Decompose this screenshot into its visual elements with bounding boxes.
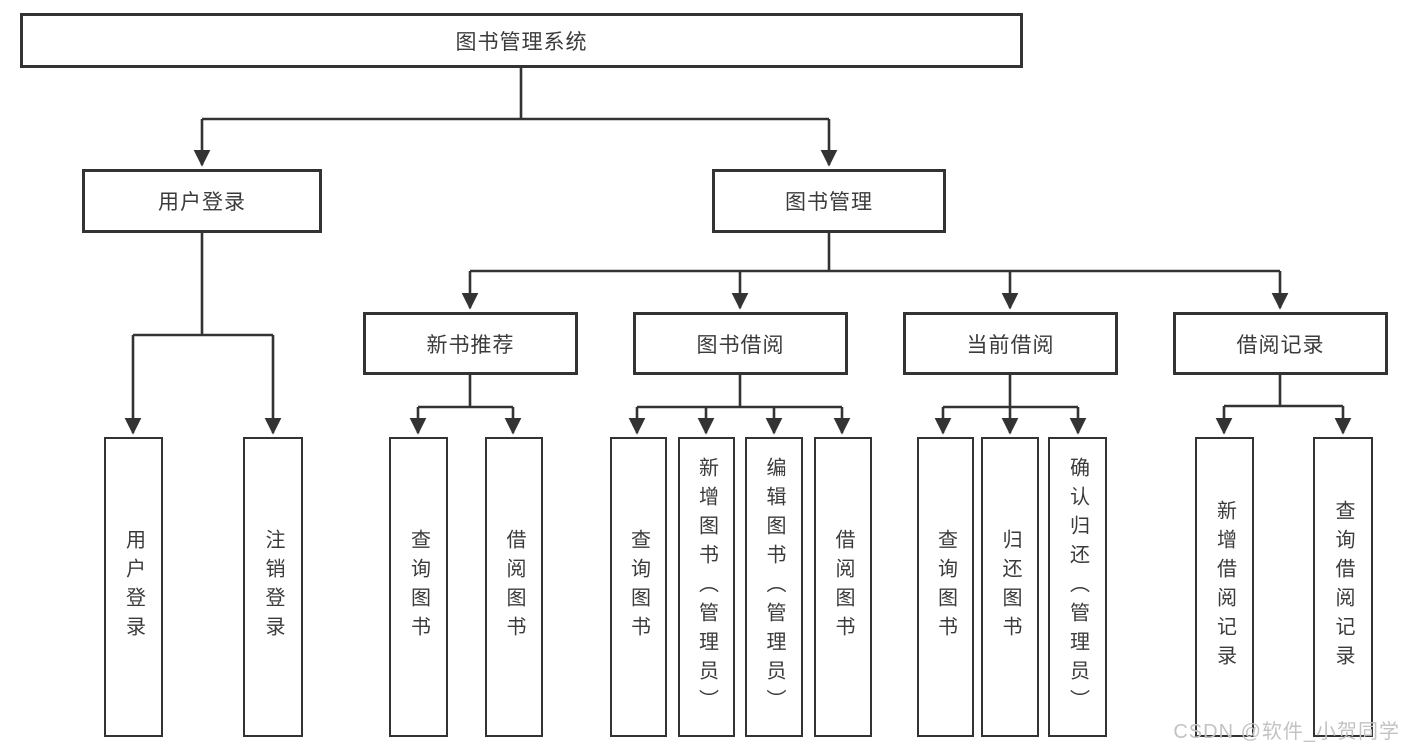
node-root: 图书管理系统 <box>20 13 1023 68</box>
csdn-watermark: CSDN @软件_小贺同学 <box>1173 721 1400 743</box>
node-current-borrow-label: 当前借阅 <box>966 333 1055 357</box>
node-user-login: 用户登录 <box>82 169 322 233</box>
node-leaf-query-book-borrow: 查询图书 <box>610 437 667 737</box>
node-leaf-query-book-current: 查询图书 <box>917 437 974 737</box>
node-book-borrow-label: 图书借阅 <box>696 333 785 357</box>
node-new-book-recommend-label: 新书推荐 <box>426 333 515 357</box>
node-new-book-recommend: 新书推荐 <box>363 312 578 375</box>
node-leaf-edit-book-label: 编辑图书（管理员） <box>763 456 785 718</box>
node-leaf-confirm-return: 确认归还（管理员） <box>1048 437 1107 737</box>
node-leaf-borrow-book-rec: 借阅图书 <box>485 437 543 737</box>
node-leaf-add-book-label: 新增图书（管理员） <box>695 456 718 718</box>
node-book-management: 图书管理 <box>712 169 946 233</box>
connector-rails <box>133 68 1343 409</box>
node-root-label: 图书管理系统 <box>455 30 588 54</box>
node-leaf-query-borrow-record-label: 查询借阅记录 <box>1332 500 1354 674</box>
node-leaf-user-login-label: 用户登录 <box>122 529 145 645</box>
node-leaf-query-book-rec-label: 查询图书 <box>407 529 430 645</box>
node-leaf-query-book-rec: 查询图书 <box>389 437 448 737</box>
node-leaf-borrow-book-borrow-label: 借阅图书 <box>832 529 854 645</box>
node-leaf-add-borrow-record-label: 新增借阅记录 <box>1213 500 1236 674</box>
node-current-borrow: 当前借阅 <box>903 312 1118 375</box>
node-leaf-logout: 注销登录 <box>243 437 303 737</box>
node-book-borrow: 图书借阅 <box>633 312 848 375</box>
node-leaf-borrow-book-rec-label: 借阅图书 <box>503 529 525 645</box>
node-leaf-user-login: 用户登录 <box>104 437 163 737</box>
node-leaf-return-book: 归还图书 <box>981 437 1039 737</box>
node-borrow-record-label: 借阅记录 <box>1236 333 1325 357</box>
node-book-management-label: 图书管理 <box>785 191 873 214</box>
node-leaf-add-book: 新增图书（管理员） <box>678 437 735 737</box>
node-leaf-add-borrow-record: 新增借阅记录 <box>1195 437 1254 737</box>
node-leaf-logout-label: 注销登录 <box>262 529 284 645</box>
node-user-login-label: 用户登录 <box>158 191 246 214</box>
node-leaf-query-book-current-label: 查询图书 <box>934 529 957 645</box>
node-leaf-borrow-book-borrow: 借阅图书 <box>814 437 872 737</box>
node-borrow-record: 借阅记录 <box>1173 312 1388 375</box>
node-leaf-return-book-label: 归还图书 <box>999 529 1021 645</box>
node-leaf-query-book-borrow-label: 查询图书 <box>627 529 650 645</box>
node-leaf-edit-book: 编辑图书（管理员） <box>745 437 803 737</box>
node-leaf-query-borrow-record: 查询借阅记录 <box>1313 437 1373 737</box>
node-leaf-confirm-return-label: 确认归还（管理员） <box>1066 456 1089 718</box>
